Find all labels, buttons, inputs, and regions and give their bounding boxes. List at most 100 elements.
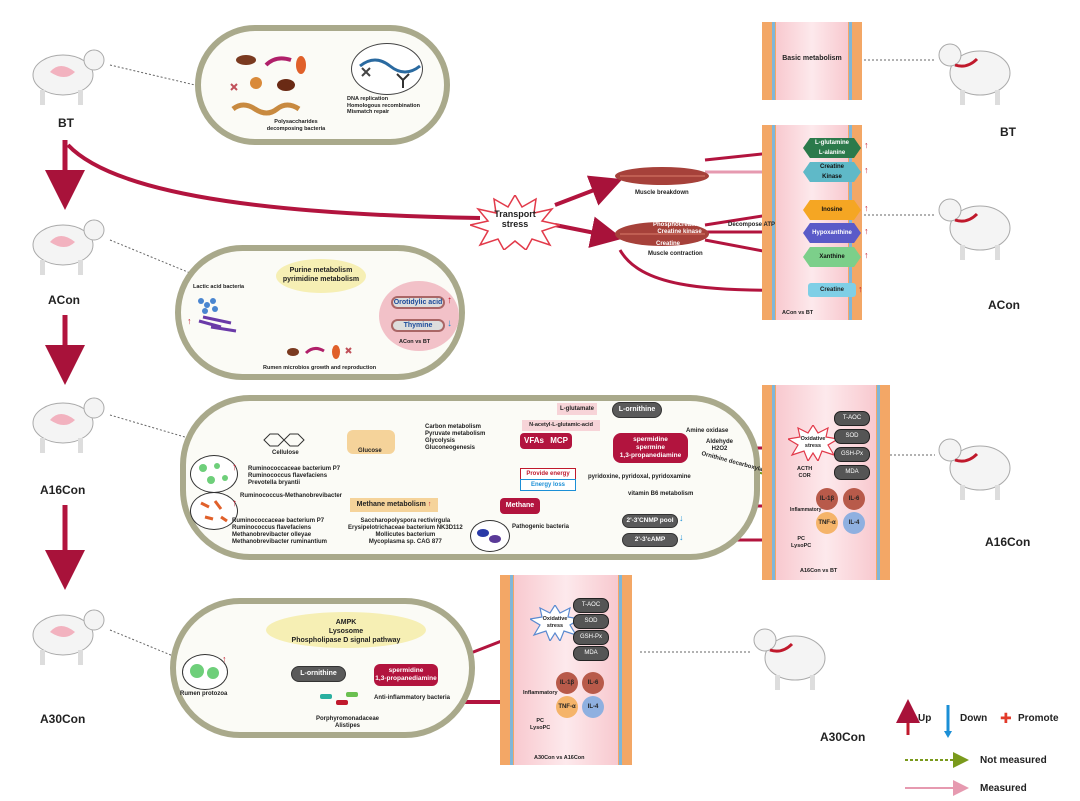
legend-measured-label: Measured — [980, 783, 1027, 794]
pathogenic-circle — [470, 520, 510, 552]
ampk-label: AMPK Lysosome Phospholipase D signal pat… — [291, 619, 401, 644]
cellulose-icon — [262, 430, 310, 450]
lactic-up-icon: ↑ — [187, 316, 192, 326]
mda-label-a30: MDA — [584, 650, 598, 656]
mda-label-a16: MDA — [845, 469, 859, 475]
cow-illustration-bt-right — [935, 25, 1025, 110]
camp-pill: 2'-3'cAMP — [622, 533, 678, 547]
a30-vs-a16-label: A30Con vs A16Con — [534, 755, 585, 761]
methane-metab-up-icon: ↑ — [427, 501, 432, 508]
promote-icon: ✚ — [1000, 710, 1012, 726]
cow-illustration-acon-left — [28, 200, 108, 280]
dna-circle — [351, 43, 423, 95]
acth-label: ACTH COR — [797, 466, 813, 479]
t-aoc-label-a16: T-AOC — [842, 415, 862, 421]
hypoxanthine-up-icon: ↑ — [864, 226, 869, 236]
acon-rumen-capsule: Lactic acid bacteria ↑ Purine metabolism… — [175, 245, 465, 380]
gsh-chip-a30: GSH-Px — [573, 630, 609, 645]
il6-label-a30: IL-6 — [587, 680, 599, 686]
stage-label-acon-left: ACon — [48, 293, 80, 307]
vitb6-label: vitamin B6 metabolism — [628, 491, 694, 497]
creatine-kinase-up-icon: ↑ — [864, 165, 869, 175]
methane-pill: Methane — [500, 498, 540, 514]
a16-tissue: A16Con vs BT — [762, 385, 890, 580]
lactic-bacteria-icon — [191, 293, 241, 333]
creatine-kinase-label: Creatine Kinase — [819, 164, 844, 180]
spermidine-pill: spermidine spermine 1,3-propanediamine — [613, 433, 688, 463]
lactic-acid-label: Lactic acid bacteria — [193, 284, 245, 290]
il4-cyto-a30: IL-4 — [582, 696, 604, 718]
cow-illustration-bt-left — [28, 30, 108, 110]
methane-metab-box: Methane metabolism ↑ — [350, 498, 438, 512]
muscle-breakdown-icon — [615, 165, 710, 187]
rumino-methano-label: Ruminococcus-Methanobrevibacter — [240, 493, 343, 499]
l-glutamine-hex: L-glutamine L-alanine — [803, 138, 861, 158]
l-glutamate-label: L-glutamate — [559, 406, 594, 412]
tnfa-label-a30: TNF-α — [558, 704, 576, 710]
porphyro-icon — [316, 688, 366, 712]
oxidative-burst-a16: Oxidative stress — [786, 423, 840, 463]
bacteria-group1-label: Ruminococcaceae bacterium P7 Ruminococcu… — [248, 466, 341, 486]
mda-chip-a16: MDA — [834, 465, 870, 480]
inflammatory-label-a16: Inflammatory — [790, 507, 822, 513]
camp-label: 2'-3'cAMP — [634, 536, 666, 543]
spermidine-label-a30: spermidine 1,3-propanediamine — [375, 667, 437, 682]
pyridoxine-label: pyridoxine, pyridoxal, pyridoxamine — [588, 474, 691, 480]
purine-metabolism-label: Purine metabolism pyrimidine metabolism — [282, 267, 360, 283]
provide-energy-label: Provide energy — [526, 471, 570, 477]
orotidylic-up-icon: ↑ — [447, 295, 452, 306]
il1b-cyto-a16: IL-1β — [816, 488, 838, 510]
muscle-contraction-label: Muscle contraction — [648, 251, 703, 257]
vfas-label: VFAs — [523, 436, 544, 445]
stage-label-a16-left: A16Con — [40, 483, 86, 497]
bacteria-group2-label: Ruminococcaceae bacterium P7 Ruminococcu… — [232, 518, 328, 545]
il4-label-a30: IL-4 — [587, 704, 599, 710]
ampk-ellipse: AMPK Lysosome Phospholipase D signal pat… — [266, 612, 426, 648]
l-glutamine-up-icon: ↑ — [864, 140, 869, 150]
pc-label-a30: PC LysoPC — [530, 718, 551, 731]
aldehyde-label: Aldehyde H2O2 — [706, 439, 734, 452]
inosine-up-icon: ↑ — [864, 203, 869, 213]
l-ornithine-label-a30: L-ornithine — [300, 670, 337, 677]
legend-down-label: Down — [960, 713, 988, 724]
basic-metabolism-tissue: Basic metabolism — [762, 22, 862, 100]
acon-metabolite-circle — [379, 281, 459, 351]
legend-not-measured-label: Not measured — [980, 755, 1047, 766]
a16-vs-bt-label: A16Con vs BT — [800, 568, 838, 574]
glucose-box — [347, 430, 395, 454]
microbe-circle-2 — [190, 492, 238, 530]
hypoxanthine-hex: Hypoxanthine — [803, 223, 861, 243]
muscle-breakdown-label: Muscle breakdown — [635, 190, 689, 196]
decompose-atp-label: Decompose ATP — [728, 222, 776, 228]
orotidylic-acid-pill: Orotidylic acid — [391, 296, 445, 309]
sod-label-a30: SOD — [584, 618, 598, 624]
acon-vs-bt-tissue-label: ACon vs BT — [782, 310, 814, 316]
mcp-label: MCP — [550, 436, 569, 445]
a30-rumen-capsule: AMPK Lysosome Phospholipase D signal pat… — [170, 598, 475, 738]
inflammatory-label-a30: Inflammatory — [523, 690, 558, 696]
rumen-microbes-icon — [281, 343, 361, 361]
hypoxanthine-label: Hypoxanthine — [812, 230, 852, 236]
bacteria-group3-label: Saccharopolyspora rectivirgula Erysipelo… — [348, 518, 463, 545]
cow-illustration-a16-right — [935, 420, 1025, 505]
gsh-label-a30: GSH-Px — [579, 634, 602, 640]
bacteria-cluster-icon — [226, 45, 316, 105]
cnmp-pill: 2'-3'CNMP pool — [622, 514, 678, 528]
n-acetyl-label: N-acetyl-L-glutamic-acid — [529, 422, 593, 428]
rumen-growth-label: Rumen microbios growth and reproduction — [263, 365, 377, 371]
cnmp-label: 2'-3'CNMP pool — [626, 517, 674, 524]
transport-stress-label: Transport stress — [494, 209, 536, 229]
gsh-chip-a16: GSH-Px — [834, 447, 870, 462]
amine-oxidase-label: Amine oxidase — [686, 428, 729, 434]
il4-cyto-a16: IL-4 — [843, 512, 865, 534]
acon-vs-bt-label: ACon vs BT — [399, 339, 431, 345]
vfas-mcp-pill: VFAs MCP — [520, 433, 572, 449]
il4-label-a16: IL-4 — [848, 520, 860, 526]
rumen-protozoa-circle — [182, 654, 228, 690]
il1b-label-a16: IL-1β — [819, 496, 835, 502]
l-ornithine-label: L-ornithine — [618, 406, 656, 413]
stage-label-a30-left: A30Con — [40, 712, 86, 726]
thymine-pill: Thymine — [391, 319, 445, 332]
il1b-label-a30: IL-1β — [559, 680, 575, 686]
t-aoc-label-a30: T-AOC — [581, 602, 601, 608]
